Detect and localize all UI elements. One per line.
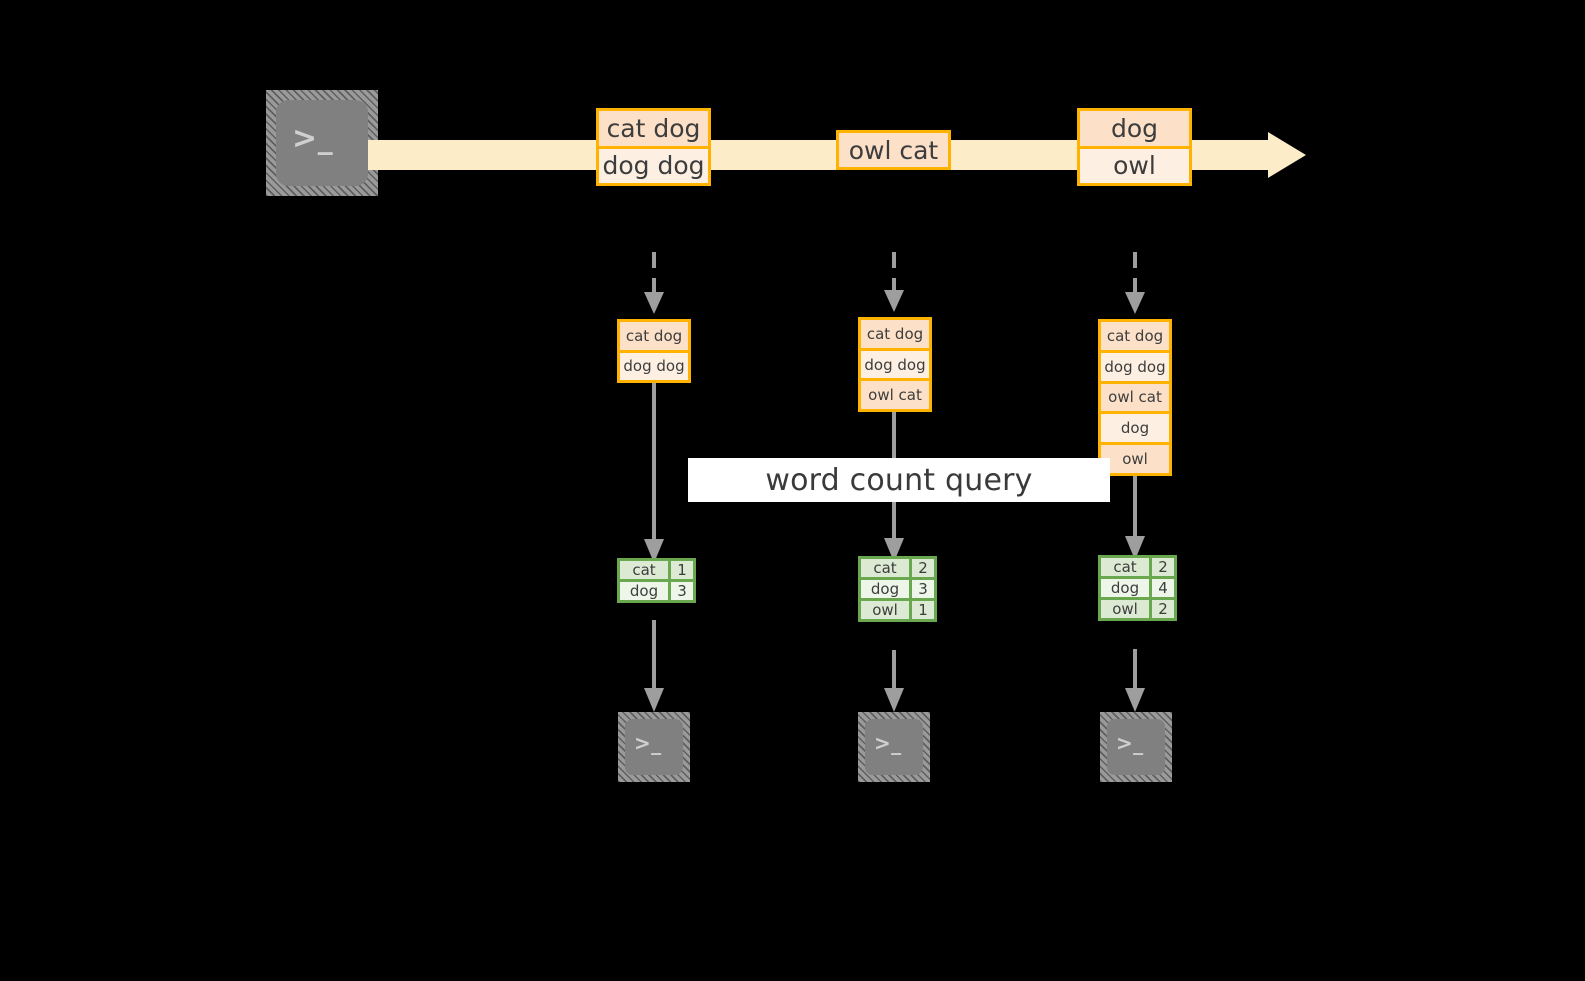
input-table-t3-row-3: owl cat <box>1101 380 1169 412</box>
input-table-t3-row-5: owl <box>1101 442 1169 473</box>
solid-connector-t2-sink <box>880 650 908 714</box>
solid-connector-t3-sink <box>1121 649 1149 714</box>
input-table-t3-row-2: dog dog <box>1101 349 1169 381</box>
word-count-query-banner: word count query <box>688 458 1110 502</box>
input-table-t1: cat dog dog dog <box>617 319 691 383</box>
stream-batch-2: owl cat <box>836 130 951 170</box>
terminal-body <box>625 719 683 775</box>
result-count: 3 <box>668 582 693 600</box>
input-table-t2-row-2: dog dog <box>861 347 929 379</box>
result-word: owl <box>1112 600 1138 618</box>
input-table-t3-row-1: cat dog <box>1101 322 1169 350</box>
dashed-connector-2 <box>880 252 908 316</box>
result-row: owl 2 <box>1101 597 1174 618</box>
input-table-t2: cat dog dog dog owl cat <box>858 317 932 412</box>
stream-batch-3-line-1: dog <box>1080 111 1189 146</box>
terminal-prompt-glyph: >_ <box>634 731 662 755</box>
result-table-t3: cat 2 dog 4 owl 2 <box>1098 555 1177 621</box>
result-word: dog <box>1110 579 1140 597</box>
result-word: cat <box>1113 558 1137 576</box>
solid-connector-t1-sink <box>640 620 668 714</box>
stream-batch-1-line-2: dog dog <box>599 145 708 183</box>
banner-label: word count query <box>765 462 1033 498</box>
terminal-body <box>1107 719 1165 775</box>
stream-batch-3: dog owl <box>1077 108 1192 186</box>
result-row: cat 2 <box>861 559 934 577</box>
stream-batch-1: cat dog dog dog <box>596 108 711 186</box>
result-word: cat <box>873 559 897 577</box>
result-table-t1: cat 1 dog 3 <box>617 558 696 603</box>
terminal-body <box>276 100 368 186</box>
stream-batch-3-line-2: owl <box>1080 145 1189 183</box>
stream-batch-1-line-1: cat dog <box>599 111 708 146</box>
result-count: 1 <box>668 561 693 579</box>
input-table-t3-row-4: dog <box>1101 411 1169 443</box>
result-count: 2 <box>1149 600 1174 618</box>
stream-batch-2-line-1: owl cat <box>839 133 948 167</box>
sink-terminal-icon-t2: >_ <box>858 712 930 782</box>
result-row: cat 1 <box>620 561 693 579</box>
result-word: owl <box>872 601 898 619</box>
result-count: 2 <box>909 559 934 577</box>
result-word: dog <box>629 582 659 600</box>
result-row: dog 3 <box>620 579 693 600</box>
terminal-prompt-glyph: >_ <box>1116 731 1144 755</box>
dashed-connector-1 <box>640 252 668 318</box>
result-count: 1 <box>909 601 934 619</box>
result-table-t2: cat 2 dog 3 owl 1 <box>858 556 937 622</box>
terminal-prompt-glyph: >_ <box>874 731 902 755</box>
solid-connector-t1-query <box>640 383 668 565</box>
dashed-connector-3 <box>1121 252 1149 318</box>
result-word: dog <box>870 580 900 598</box>
input-table-t2-row-3: owl cat <box>861 378 929 410</box>
source-terminal-icon: >_ <box>266 90 378 196</box>
solid-connector-t3-query <box>1121 476 1149 562</box>
result-count: 3 <box>909 580 934 598</box>
terminal-prompt-glyph: >_ <box>292 121 334 156</box>
result-row: dog 3 <box>861 577 934 598</box>
input-table-t3: cat dog dog dog owl cat dog owl <box>1098 319 1172 476</box>
result-row: dog 4 <box>1101 576 1174 597</box>
result-row: cat 2 <box>1101 558 1174 576</box>
sink-terminal-icon-t1: >_ <box>618 712 690 782</box>
input-table-t1-row-1: cat dog <box>620 322 688 350</box>
result-word: cat <box>632 561 656 579</box>
terminal-body <box>865 719 923 775</box>
sink-terminal-icon-t3: >_ <box>1100 712 1172 782</box>
result-row: owl 1 <box>861 598 934 619</box>
result-count: 4 <box>1149 579 1174 597</box>
input-table-t1-row-2: dog dog <box>620 349 688 380</box>
input-table-t2-row-1: cat dog <box>861 320 929 348</box>
result-count: 2 <box>1149 558 1174 576</box>
